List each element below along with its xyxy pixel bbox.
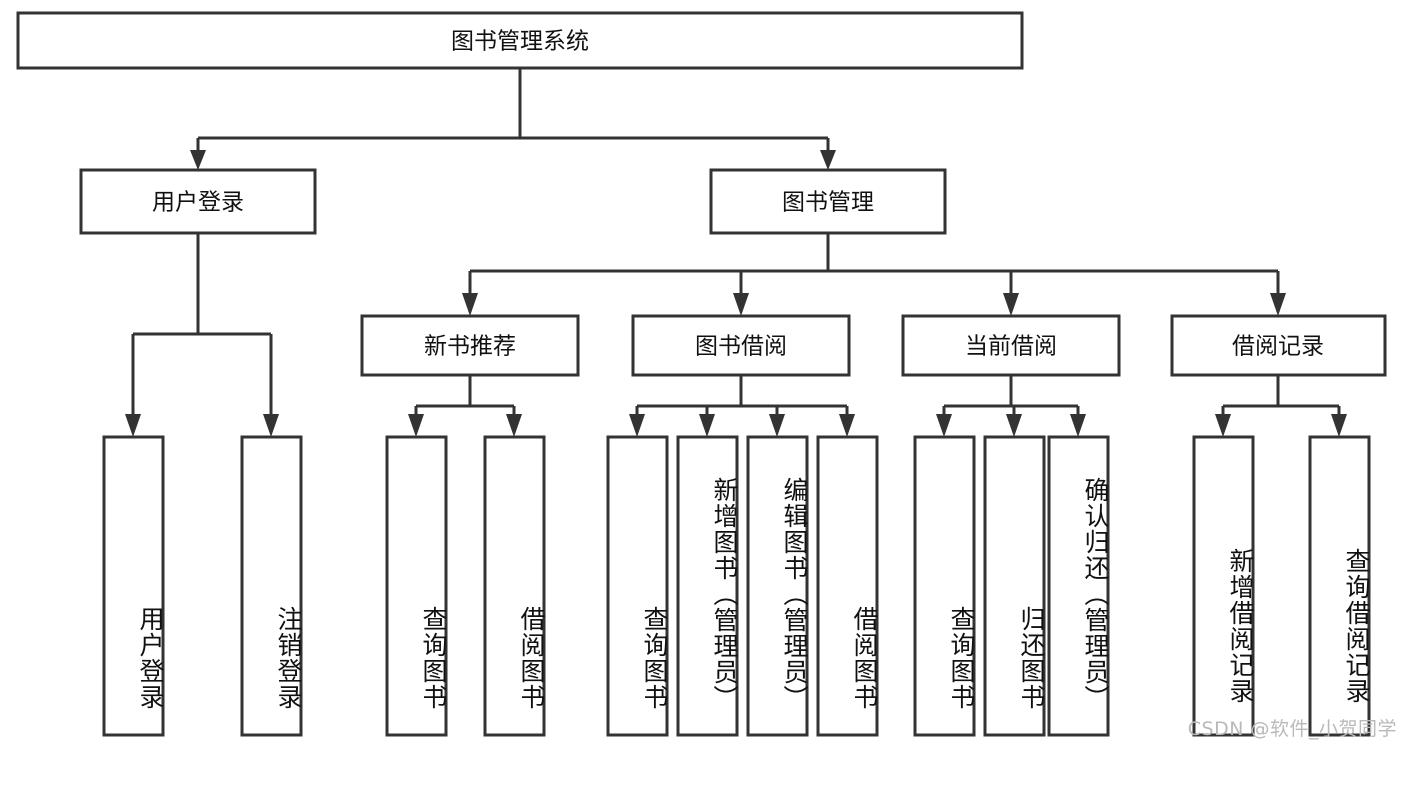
arrow-head-leaf-return-book [1006, 414, 1022, 437]
node-book-manage-box[interactable] [709, 168, 947, 235]
node-book-manage-label: 图书管理 [782, 190, 874, 216]
node-new-book-recommend[interactable]: 新书推荐 [360, 314, 580, 377]
arrow-head-book-borrow [733, 293, 749, 316]
arrow-head-leaf-query-borrow-record [1331, 414, 1347, 437]
leaf-query-book-3-box[interactable] [913, 435, 976, 737]
arrow-head-user-login [190, 150, 206, 170]
csdn-watermark: CSDN @软件_小贺同学 [1187, 718, 1397, 740]
node-root-label: 图书管理系统 [451, 29, 589, 55]
node-book-borrow-label: 图书借阅 [695, 334, 787, 360]
node-borrow-record-label: 借阅记录 [1232, 334, 1324, 360]
node-current-borrow-box[interactable] [901, 314, 1121, 377]
arrow-head-borrow-record [1270, 293, 1286, 316]
node-borrow-record[interactable]: 借阅记录 [1170, 314, 1387, 377]
leaf-confirm-return-admin-box[interactable] [1047, 435, 1110, 737]
leaf-borrow-book-2-box[interactable] [816, 435, 879, 737]
node-root-box[interactable] [16, 11, 1024, 70]
leaf-add-book-admin-box[interactable] [676, 435, 739, 737]
node-user-login-label: 用户登录 [152, 190, 244, 216]
arrow-head-leaf-user-login [125, 414, 141, 437]
arrow-head-leaf-confirm-return-admin [1070, 414, 1086, 437]
arrow-head-current-borrow [1003, 293, 1019, 316]
leaf-query-book-1-box[interactable] [385, 435, 448, 737]
node-root[interactable]: 图书管理系统 [16, 11, 1024, 70]
node-book-manage[interactable]: 图书管理 [709, 168, 947, 235]
leaf-query-book-2-box[interactable] [606, 435, 669, 737]
leaf-return-book-box[interactable] [983, 435, 1046, 737]
leaf-add-borrow-record-box[interactable] [1192, 435, 1255, 737]
arrow-head-book-manage [820, 150, 836, 170]
arrow-head-leaf-borrow-book-1 [506, 414, 522, 437]
connector-group [125, 68, 1347, 437]
node-borrow-record-box[interactable] [1170, 314, 1387, 377]
leaf-edit-book-admin-box[interactable] [746, 435, 809, 737]
arrow-head-new-book-recommend [462, 293, 478, 316]
arrow-head-leaf-borrow-book-2 [839, 414, 855, 437]
node-current-borrow[interactable]: 当前借阅 [901, 314, 1121, 377]
node-book-borrow-box[interactable] [631, 314, 851, 377]
arrow-head-leaf-add-borrow-record [1215, 414, 1231, 437]
node-new-book-recommend-label: 新书推荐 [424, 334, 516, 360]
arrow-head-leaf-add-book-admin [699, 414, 715, 437]
leaf-query-borrow-record-box[interactable] [1308, 435, 1371, 737]
node-user-login[interactable]: 用户登录 [79, 168, 317, 235]
leaf-logout-login-box[interactable] [240, 435, 303, 737]
node-current-borrow-label: 当前借阅 [965, 334, 1057, 360]
arrow-head-leaf-query-book-3 [936, 414, 952, 437]
leaf-box-group [102, 435, 1371, 737]
org-chart-diagram: 图书管理系统 用户登录 图书管理 新书推荐 图书借阅 当前借阅 借阅记录 [16, 11, 1397, 740]
tree-canvas: 图书管理系统 用户登录 图书管理 新书推荐 图书借阅 当前借阅 借阅记录 [16, 11, 1387, 737]
arrow-head-leaf-logout-login [263, 414, 279, 437]
leaf-user-login-box[interactable] [102, 435, 165, 737]
node-book-borrow[interactable]: 图书借阅 [631, 314, 851, 377]
node-new-book-recommend-box[interactable] [360, 314, 580, 377]
leaf-borrow-book-1-box[interactable] [483, 435, 546, 737]
arrow-head-leaf-query-book-1 [408, 414, 424, 437]
arrow-head-leaf-edit-book-admin [769, 414, 785, 437]
arrow-head-leaf-query-book-2 [629, 414, 645, 437]
node-user-login-box[interactable] [79, 168, 317, 235]
